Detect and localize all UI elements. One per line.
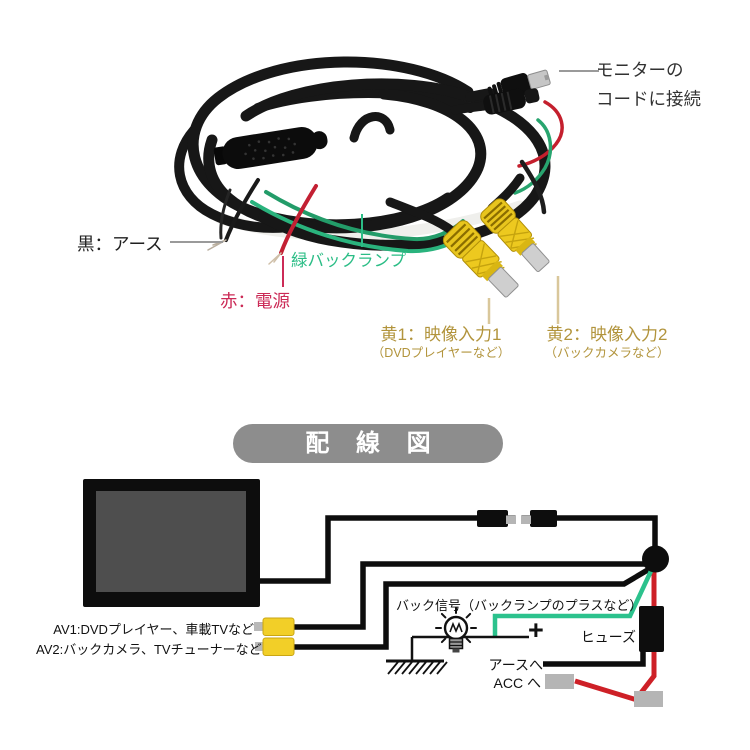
wiring-diagram	[83, 479, 669, 707]
bulb-rays	[435, 607, 477, 644]
fuse-block	[639, 606, 664, 652]
cable-molded-lump	[213, 126, 328, 170]
green-backlamp-label: 緑バックランプ	[291, 252, 407, 270]
callout-lines	[170, 70, 599, 324]
to-acc-label: ACC へ	[493, 675, 541, 691]
yellow2-subtitle: （バックカメラなど）	[544, 346, 670, 360]
av2-wire	[293, 565, 653, 650]
ground-wire-line	[543, 651, 646, 667]
ground-hatching	[387, 661, 448, 675]
wiring-diagram-banner: 配 線 図	[233, 424, 503, 463]
diagram-green-wire	[492, 570, 654, 637]
monitor-box	[83, 479, 260, 607]
yellow2-label: 黄2：映像入力2 （バックカメラなど）	[538, 324, 676, 361]
fuse-label: ヒューズ	[580, 629, 636, 645]
rca-jack-yellow1	[442, 220, 519, 298]
black-ground-label: 黒：アース	[77, 234, 163, 254]
monitor-connect-label: モニターの コードに接続	[596, 56, 701, 114]
back-signal-label: バック信号（バックランプのプラスなど）	[396, 598, 643, 613]
rca-jack-yellow2	[480, 198, 550, 272]
diagram-black-lines	[260, 515, 658, 667]
bulb-circuit	[386, 607, 529, 675]
monitor-wire	[260, 515, 658, 584]
yellow2-title: 黄2：映像入力2	[546, 325, 668, 344]
red-wire	[268, 184, 318, 265]
acc-terminal	[545, 674, 574, 689]
yellow1-subtitle: （DVDプレイヤーなど）	[371, 346, 511, 360]
inline-connector	[483, 88, 540, 115]
red-power-label: 赤：電源	[220, 291, 290, 311]
junction-dot	[642, 545, 669, 573]
inline-connector-pair	[477, 510, 557, 527]
yellow1-label: 黄1：映像入力1 （DVDプレイヤーなど）	[362, 324, 520, 361]
bulb-icon	[443, 615, 469, 641]
power-wire-curls	[513, 100, 564, 215]
monitor-connect-line2: コードに接続	[596, 89, 701, 109]
av2-jack-icon	[255, 637, 295, 656]
cable-photo	[170, 56, 599, 324]
av1-wire	[294, 561, 646, 630]
av2-label: AV2:バックカメラ、TVチューナーなど	[36, 642, 262, 657]
to-ground-label: アースへ	[488, 657, 543, 673]
yellow1-title: 黄1：映像入力1	[380, 325, 502, 344]
av1-label: AV1:DVDプレイヤー、車載TVなど	[53, 622, 254, 637]
av1-jack-icon	[254, 617, 295, 636]
plus-sign: +	[528, 615, 544, 645]
monitor-connect-line1: モニターの	[596, 60, 684, 80]
red-wire-terminal	[634, 691, 663, 707]
